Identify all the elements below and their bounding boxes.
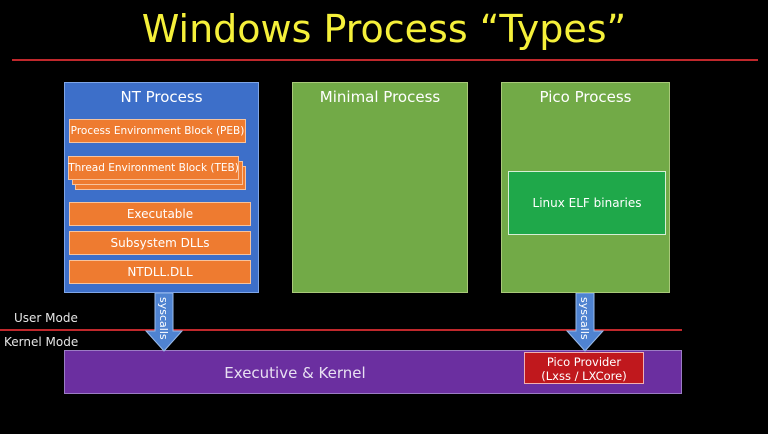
title-divider [12, 59, 758, 61]
nt-process-title: NT Process [120, 88, 203, 106]
linux-elf-binaries-box: Linux ELF binaries [508, 171, 666, 235]
minimal-process-panel: Minimal Process [292, 82, 468, 293]
mode-divider [0, 329, 682, 331]
user-mode-label: User Mode [14, 311, 78, 325]
syscalls-arrow-right: syscalls [566, 293, 604, 352]
executable-box: Executable [69, 202, 251, 226]
down-arrow-icon [145, 293, 183, 352]
peb-box: Process Environment Block (PEB) [69, 119, 246, 143]
down-arrow-icon [566, 293, 604, 352]
slide-title: Windows Process “Types” [141, 7, 627, 51]
teb-box: Thread Environment Block (TEB) [68, 156, 239, 180]
syscalls-arrow-left: syscalls [145, 293, 183, 352]
pico-provider-line1: Pico Provider [546, 355, 622, 369]
ntdll-box: NTDLL.DLL [69, 260, 251, 284]
pico-provider-box: Pico Provider (Lxss / LXCore) [524, 352, 644, 384]
pico-provider-line2: (Lxss / LXCore) [541, 369, 627, 383]
pico-process-title: Pico Process [539, 88, 632, 106]
minimal-process-title: Minimal Process [319, 88, 441, 106]
executive-kernel-label: Executive & Kernel [224, 364, 366, 382]
kernel-mode-label: Kernel Mode [4, 335, 79, 349]
subsystem-dlls-box: Subsystem DLLs [69, 231, 251, 255]
